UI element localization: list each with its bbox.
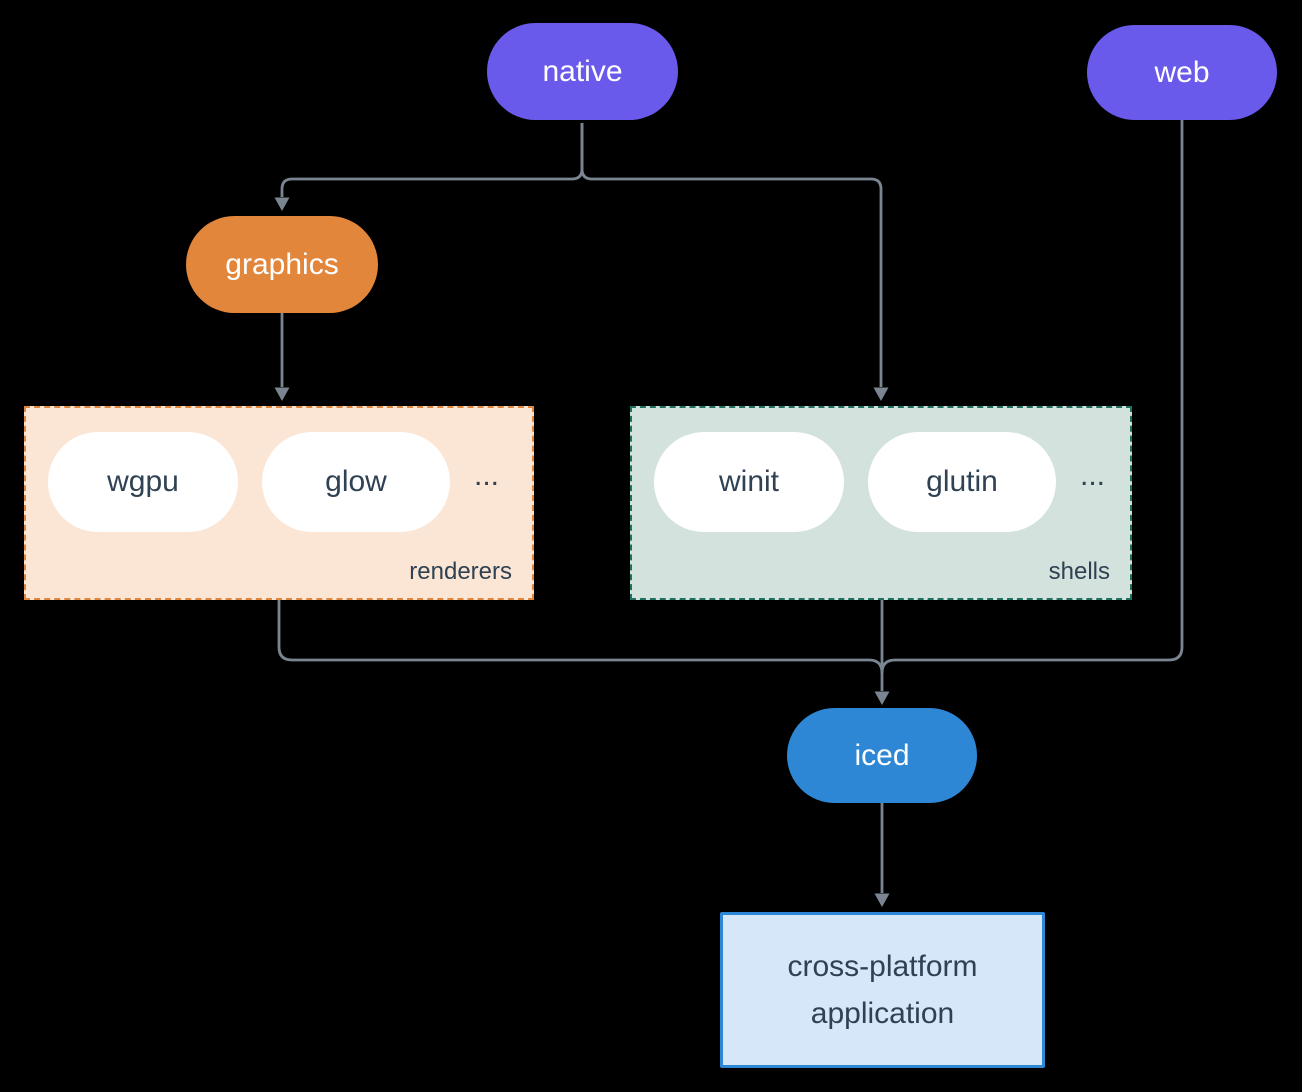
node-winit: winit xyxy=(654,432,844,532)
node-wgpu-label: wgpu xyxy=(107,465,179,498)
shells-row: winit glutin ... xyxy=(632,408,1130,532)
shells-group-label: shells xyxy=(1048,558,1110,585)
renderers-ellipsis: ... xyxy=(474,459,500,492)
node-graphics: graphics xyxy=(186,216,378,313)
node-wgpu: wgpu xyxy=(48,432,238,532)
node-glutin: glutin xyxy=(868,432,1056,532)
arrowhead-shells xyxy=(873,387,889,401)
node-native: native xyxy=(487,23,678,120)
node-cross-platform-application: cross-platform application xyxy=(720,912,1045,1068)
edge-native-to-graphics xyxy=(280,123,584,197)
group-renderers: wgpu glow ... renderers xyxy=(24,406,534,600)
node-web: web xyxy=(1087,25,1277,120)
node-winit-label: winit xyxy=(718,465,779,498)
application-label-line1: cross-platform xyxy=(787,950,978,983)
shells-ellipsis: ... xyxy=(1080,459,1106,492)
renderers-group-label: renderers xyxy=(409,558,512,585)
node-glutin-label: glutin xyxy=(926,465,998,498)
renderers-row: wgpu glow ... xyxy=(26,408,532,532)
application-label-line2: application xyxy=(810,997,955,1030)
node-iced-label: iced xyxy=(854,738,910,772)
arrowhead-graphics xyxy=(274,197,290,211)
edge-renderers-to-iced xyxy=(277,600,884,674)
node-graphics-label: graphics xyxy=(225,247,339,281)
arrowhead-application xyxy=(874,893,890,907)
arrowhead-iced xyxy=(874,691,890,705)
group-shells: winit glutin ... shells xyxy=(630,406,1132,600)
node-iced: iced xyxy=(787,708,977,803)
node-native-label: native xyxy=(542,54,623,88)
edge-native-to-shells xyxy=(580,123,883,387)
node-glow-label: glow xyxy=(325,465,387,498)
node-web-label: web xyxy=(1154,55,1210,89)
arrowhead-renderers xyxy=(274,387,290,401)
node-glow: glow xyxy=(262,432,450,532)
